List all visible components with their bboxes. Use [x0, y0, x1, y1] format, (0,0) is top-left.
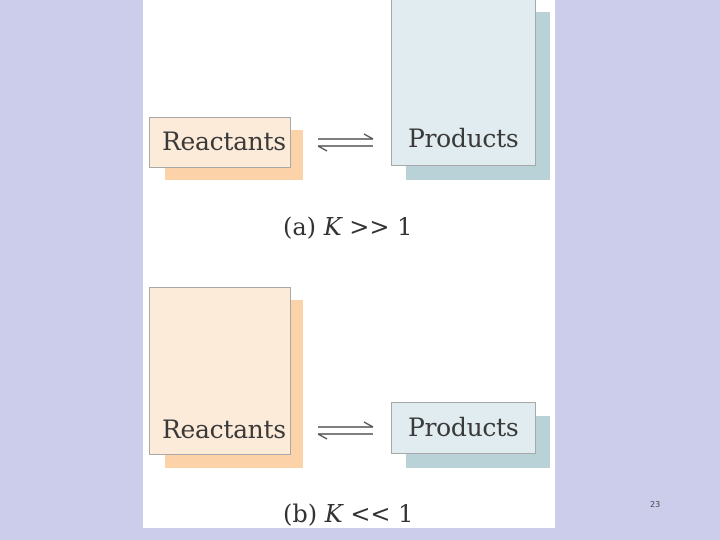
products-b-label: Products — [408, 413, 519, 442]
caption-b-rel: << — [350, 500, 391, 528]
caption-a-prefix: (a) — [283, 213, 317, 241]
caption-b-prefix: (b) — [283, 500, 318, 528]
caption-b: (b) K << 1 — [283, 500, 413, 528]
equilibrium-arrow-icon — [317, 133, 374, 152]
caption-a-var: K — [323, 213, 342, 241]
caption-b-var: K — [324, 500, 343, 528]
caption-a-val: 1 — [397, 213, 413, 241]
reactants-a-label: Reactants — [162, 127, 286, 156]
equilibrium-arrow-icon — [317, 421, 374, 440]
products-b-box: Products — [391, 402, 536, 454]
caption-a: (a) K >> 1 — [283, 213, 412, 241]
products-a-label: Products — [408, 124, 519, 153]
products-a-box: Products — [391, 0, 536, 166]
reactants-a-box: Reactants — [149, 117, 291, 168]
reactants-b-label: Reactants — [162, 415, 286, 444]
reactants-b-box: Reactants — [149, 287, 291, 455]
caption-b-val: 1 — [398, 500, 414, 528]
slide-number: 23 — [650, 500, 661, 509]
caption-a-rel: >> — [349, 213, 390, 241]
